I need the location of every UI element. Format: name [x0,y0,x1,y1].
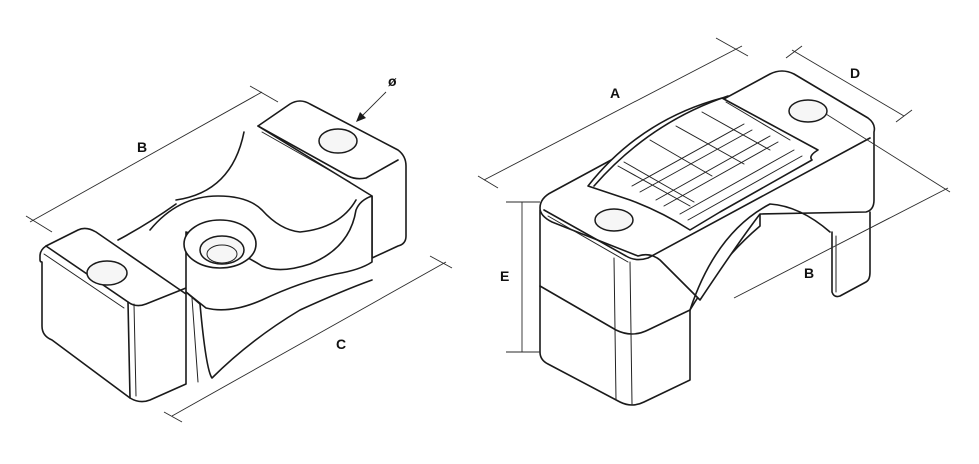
center-hole [199,235,245,265]
right-clamp-part [539,70,876,406]
bolt-hole [86,260,128,286]
dimension-label-e: E [500,268,509,284]
dimension-label-a: A [610,85,620,101]
bolt-hole [788,99,828,123]
dimension-label-c: C [336,336,346,352]
dimension-label-d: D [850,65,860,81]
dimension-label-diameter: ø [388,73,397,89]
bolt-hole [318,128,358,154]
dimension-label-b-left: B [137,139,147,155]
left-clamp-part [39,100,407,403]
right-dimensions [477,37,951,353]
dimension-label-b-right: B [804,265,814,281]
bolt-hole [594,208,634,232]
left-dimensions [25,85,453,423]
